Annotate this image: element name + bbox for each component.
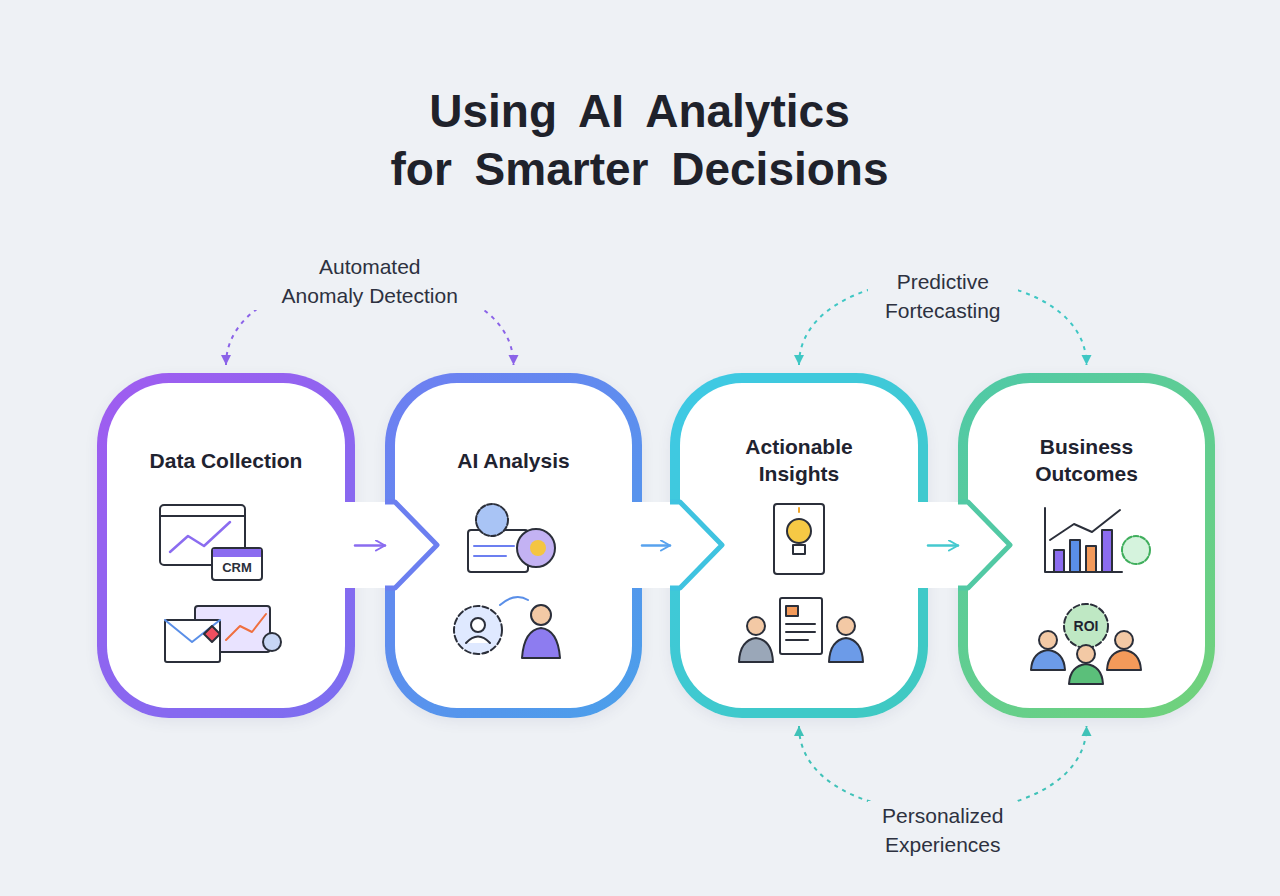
process-box: AI Analysis: [385, 373, 642, 718]
process-box: Business Outcomes: [958, 373, 1215, 718]
box-title: AI Analysis: [404, 447, 624, 474]
icon-label: CRM: [212, 560, 262, 576]
flow-arrow: [355, 544, 385, 547]
process-box: Data Collection: [97, 373, 355, 718]
box-text-area: AI Analysis: [395, 428, 632, 492]
box-text-area: Business Outcomes: [968, 428, 1205, 492]
process-box: Actionable Insights: [670, 373, 928, 718]
edge-label: Automated Anomaly Detection: [250, 252, 490, 310]
dashed-connector: [799, 726, 1087, 812]
box-title: Data Collection: [116, 447, 336, 474]
icon-label: ROI: [1064, 618, 1108, 634]
box-text-area: Data Collection: [107, 428, 345, 492]
diagram-title: Using AI Analytics for Smarter Decisions: [388, 82, 891, 198]
box-title: Actionable Insights: [719, 433, 879, 487]
box-title: Business Outcomes: [1007, 433, 1167, 487]
edge-label: Personalized Experiences: [868, 801, 1018, 859]
edge-label: Predictive Fortecasting: [868, 267, 1018, 325]
flow-arrow: [642, 544, 670, 547]
flow-arrow: [928, 544, 958, 547]
box-text-area: Actionable Insights: [680, 428, 918, 492]
